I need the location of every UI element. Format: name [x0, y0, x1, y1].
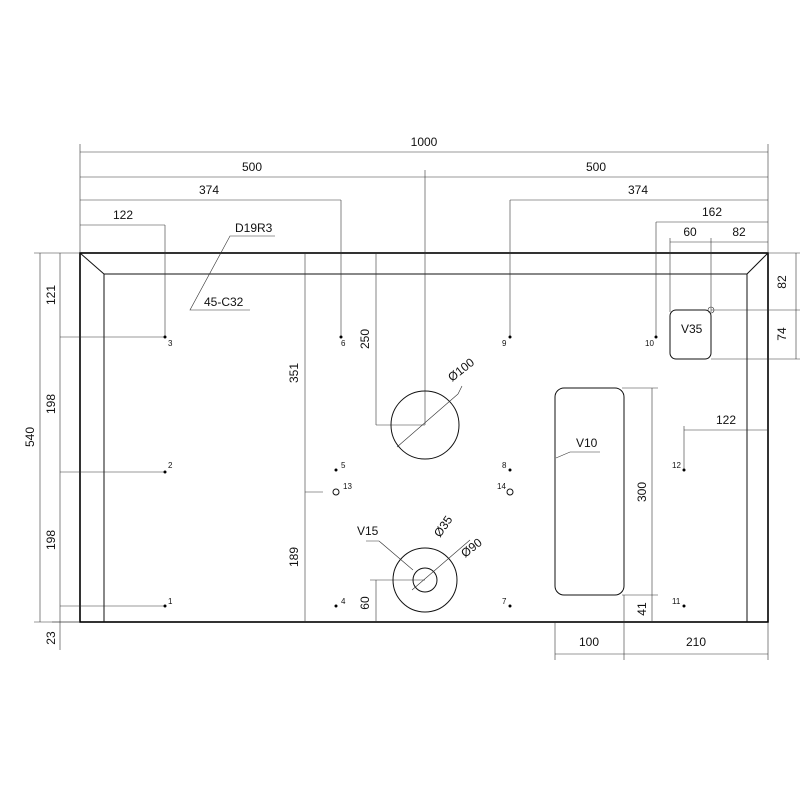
dim-74-right: 74	[775, 327, 789, 341]
dim-198-top: 198	[44, 394, 58, 414]
label-d19r3: D19R3	[235, 221, 273, 235]
hole-35	[412, 567, 438, 593]
point-label-9: 9	[502, 339, 507, 348]
hole-100	[390, 390, 460, 460]
dim-23: 23	[44, 631, 58, 645]
point-7	[508, 604, 512, 608]
dim-500-left: 500	[242, 160, 262, 174]
dim-1000: 1000	[411, 135, 438, 149]
dim-374-right: 374	[628, 183, 648, 197]
dim-300: 300	[635, 482, 649, 502]
point-3	[163, 335, 167, 339]
point-label-4: 4	[341, 597, 346, 606]
inner-dimensions	[304, 252, 800, 660]
dimension-texts: 1000 500 500 374 374 122 162 60 82 540 1…	[23, 135, 789, 649]
point-label-2: 2	[168, 461, 173, 470]
dim-82-top: 82	[732, 225, 746, 239]
point-1	[163, 604, 167, 608]
dim-198-bottom: 198	[44, 530, 58, 550]
point-label-1: 1	[168, 597, 173, 606]
label-dia100: Ø100	[445, 355, 477, 384]
dim-500-right: 500	[586, 160, 606, 174]
point-label-7: 7	[502, 597, 507, 606]
panel-outline	[79, 235, 769, 623]
point-label-12: 12	[672, 461, 681, 470]
point-10	[654, 335, 658, 339]
point-label-14: 14	[497, 482, 506, 491]
label-v35: V35	[681, 322, 703, 336]
dim-82-right: 82	[775, 275, 789, 289]
dim-250: 250	[358, 329, 372, 349]
label-dia90: Ø90	[458, 535, 485, 560]
label-45-c32: 45-C32	[204, 295, 244, 309]
dim-122-left: 122	[113, 208, 133, 222]
feature-labels: D19R3 45-C32 V35 V10 V15 Ø100 Ø35 Ø90	[204, 221, 703, 560]
dim-121: 121	[44, 285, 58, 305]
slot-v10	[554, 387, 625, 596]
dim-100-bottom: 100	[579, 635, 599, 649]
point-14	[506, 488, 514, 496]
pocket-v35	[669, 309, 712, 360]
left-dimensions	[34, 252, 165, 650]
point-label-11: 11	[672, 597, 681, 606]
point-label-5: 5	[341, 461, 346, 470]
point-13	[332, 488, 340, 496]
dim-189: 189	[287, 547, 301, 567]
point-8	[508, 468, 512, 472]
label-v15: V15	[357, 524, 379, 538]
point-label-6: 6	[341, 339, 346, 348]
dim-210-bottom: 210	[686, 635, 706, 649]
dim-374-left: 374	[199, 183, 219, 197]
point-4	[334, 604, 338, 608]
point-6	[339, 335, 343, 339]
point-5	[334, 468, 338, 472]
point-label-13: 13	[343, 482, 352, 491]
point-9	[508, 335, 512, 339]
dim-60-top: 60	[683, 225, 697, 239]
hole-90	[392, 547, 458, 613]
label-v10: V10	[576, 436, 598, 450]
point-2	[163, 470, 167, 474]
top-dimensions	[79, 144, 769, 425]
dim-351: 351	[287, 363, 301, 383]
point-11	[682, 604, 686, 608]
reference-points	[163, 335, 686, 608]
point-label-10: 10	[645, 339, 654, 348]
dim-41: 41	[635, 602, 649, 616]
dim-540: 540	[23, 427, 37, 447]
point-label-3: 3	[168, 339, 173, 348]
dim-60-vert: 60	[358, 596, 372, 610]
cutouts	[366, 306, 715, 613]
dim-122-right: 122	[716, 413, 736, 427]
point-12	[682, 468, 686, 472]
dim-162: 162	[702, 205, 722, 219]
point-labels: 3 2 1 6 5 4 9 8 7 10 12 11 13 14	[168, 339, 681, 606]
point-label-8: 8	[502, 461, 507, 470]
label-dia35: Ø35	[431, 513, 456, 540]
